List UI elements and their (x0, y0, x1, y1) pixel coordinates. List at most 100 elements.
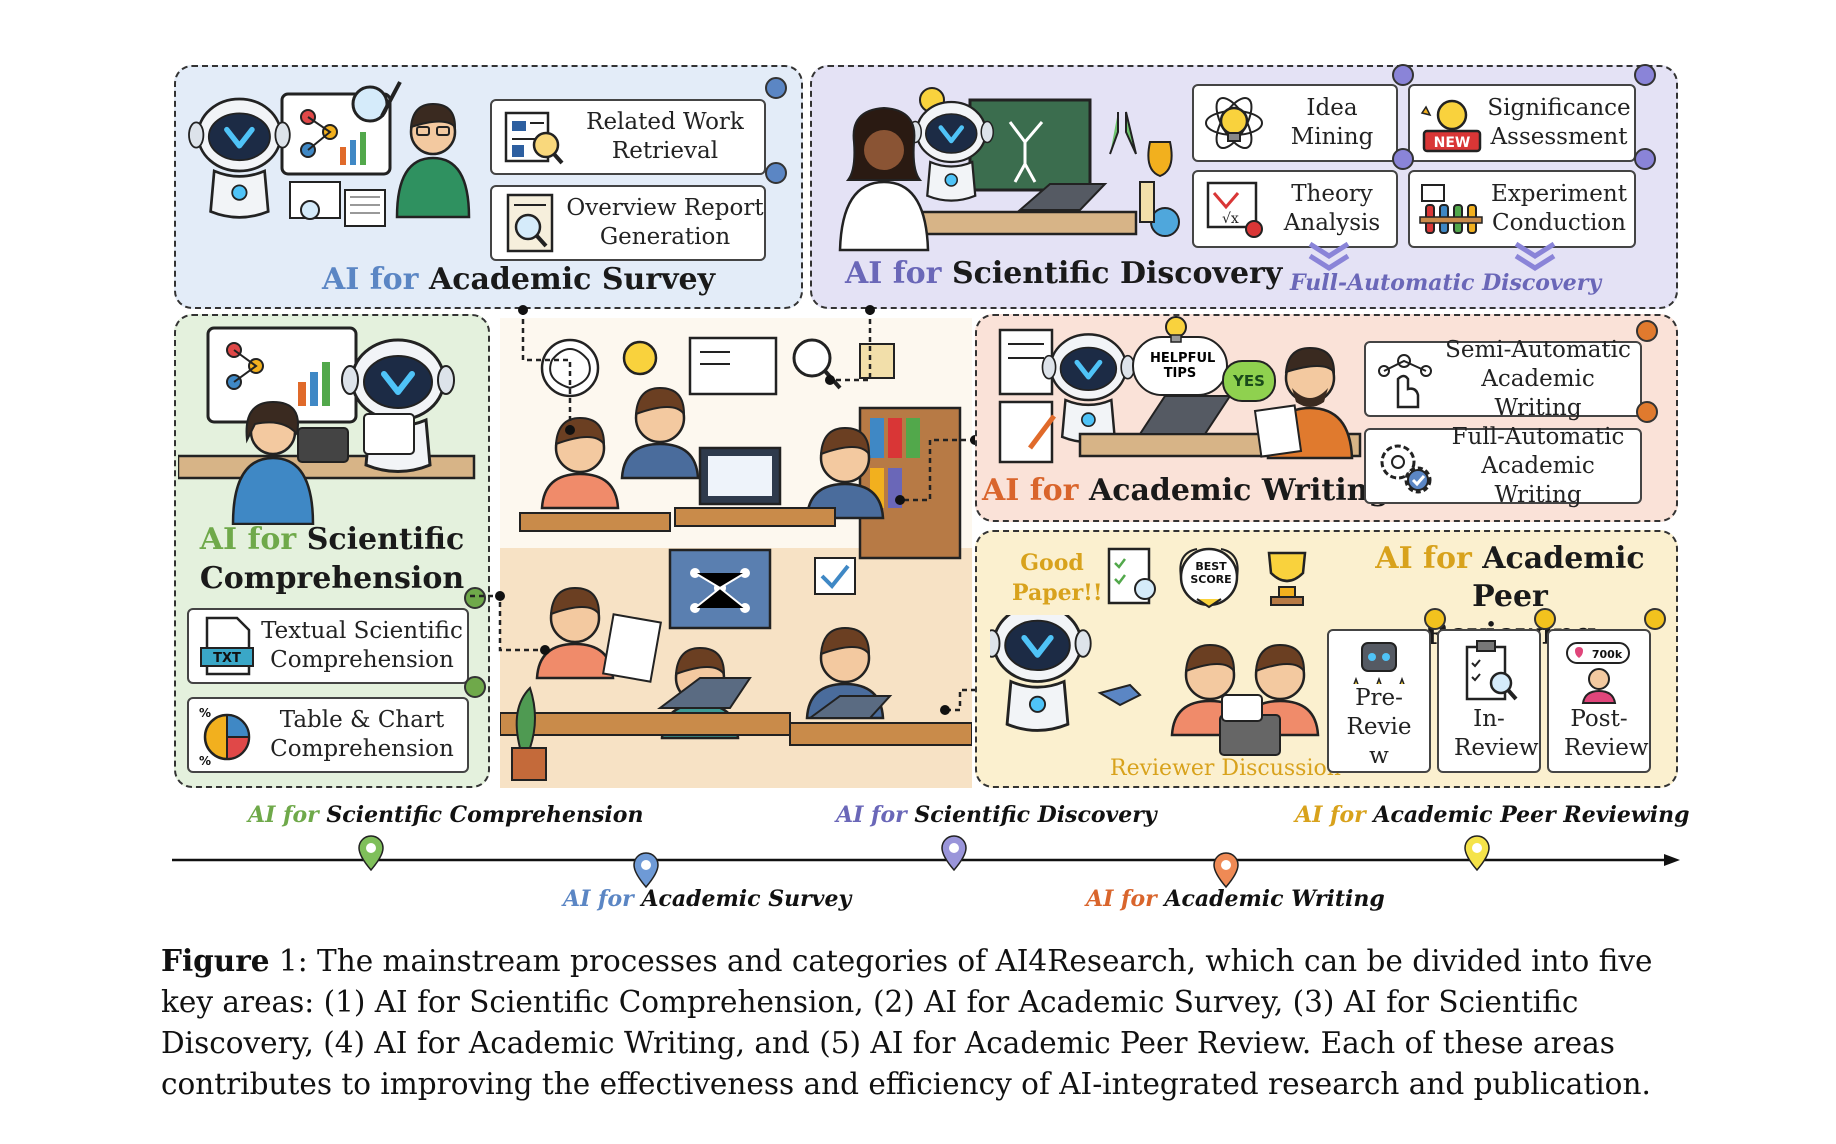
discovery-dot-4 (1634, 148, 1656, 170)
svg-text:√x: √x (1222, 211, 1239, 227)
task-full-automatic-academic-writing[interactable]: Full-Automatic Academic Writing (1364, 424, 1642, 508)
task-in-review[interactable]: In-Review (1437, 629, 1541, 773)
task-label: Overview Report Generation (566, 195, 764, 250)
task-theory-analysis[interactable]: √x Theory Analysis (1192, 170, 1398, 248)
title-prefix: AI for (982, 473, 1079, 508)
survey-dot-1 (765, 77, 787, 99)
timeline-label-survey: AI for Academic Survey (563, 886, 851, 912)
svg-text:%: % (199, 706, 211, 720)
task-label: Textual Scientific Comprehension (261, 618, 463, 673)
formula-board-icon: √x (1206, 181, 1263, 238)
discovery-dot-2 (1634, 64, 1656, 86)
timeline-label-writing: AI for Academic Writing (1086, 886, 1385, 912)
comprehension-dot-2 (464, 676, 486, 698)
chevron-down-icon (1308, 241, 1350, 271)
comprehension-dot-1 (464, 587, 486, 609)
map-pin-icon (1213, 852, 1239, 889)
title-main: Academic Peer (1472, 541, 1645, 614)
gears-icon (1380, 444, 1432, 494)
txt-file-icon: TXT (200, 616, 254, 676)
likes-count: 700k (1592, 648, 1623, 661)
svg-text:%: % (199, 754, 211, 767)
review-icons-illustration (1107, 547, 1307, 609)
title-main: Academic Writing (1088, 473, 1390, 508)
good-paper-label: Good Paper!! (1012, 550, 1103, 606)
task-label: Related Work Retrieval (586, 109, 744, 164)
timeline-main: Academic Survey (641, 886, 852, 912)
timeline-main: Scientific Discovery (914, 802, 1157, 828)
task-label: Pre-Review (1346, 685, 1412, 769)
timeline-prefix: AI for (248, 802, 319, 828)
svg-text:NEW: NEW (1434, 135, 1471, 151)
test-tubes-icon (1419, 184, 1483, 234)
timeline-main: Academic Peer Reviewing (1373, 802, 1690, 828)
title-main: Scientific Discovery (951, 256, 1283, 291)
discovery-dot-1 (1392, 64, 1414, 86)
review-dot-1 (1424, 608, 1446, 630)
reviewer-discussion-label: Reviewer Discussion (1110, 756, 1341, 781)
task-textual-scientific-comprehension[interactable]: TXT Textual Scientific Comprehension (187, 608, 469, 684)
title-main: Comprehension (199, 561, 465, 596)
task-semi-automatic-academic-writing[interactable]: Semi-Automatic Academic Writing (1364, 337, 1642, 421)
title-prefix: AI for (199, 522, 297, 557)
bubble-text: HELPFUL TIPS (1150, 351, 1216, 381)
timeline-label-comprehension: AI for Scientific Comprehension (248, 802, 643, 828)
comprehension-scene-illustration (178, 326, 476, 525)
best-score-badge: BEST SCORE (1190, 560, 1232, 586)
title-main: Academic Survey (428, 262, 716, 297)
task-pre-review[interactable]: Pre-Review (1327, 629, 1431, 773)
map-pin-icon (358, 835, 384, 872)
full-automatic-discovery-label: Full-Automatic Discovery (1290, 270, 1602, 296)
task-label: Idea Mining (1290, 95, 1374, 150)
caption-number: 1: (269, 944, 308, 978)
writing-title: AI for Academic Writing (982, 473, 1389, 508)
timeline-prefix: AI for (563, 886, 634, 912)
task-table-chart-comprehension[interactable]: % % Table & Chart Comprehension (187, 697, 469, 773)
task-overview-report-generation[interactable]: Overview Report Generation (490, 185, 766, 261)
research-team-illustration (500, 318, 972, 788)
task-label: In-Review (1454, 706, 1539, 761)
lightbulb-atom-icon (1205, 97, 1263, 149)
timeline-axis (172, 854, 1680, 866)
discovery-scene-illustration (838, 87, 1180, 252)
svg-text:TXT: TXT (213, 651, 241, 666)
bubble-text: YES (1233, 372, 1265, 390)
likes-700k-icon: 700k (1566, 642, 1630, 704)
hand-network-icon (1378, 354, 1432, 409)
writing-dot-2 (1636, 401, 1658, 423)
timeline-main: Scientific Comprehension (326, 802, 644, 828)
clipboard-search-icon (1465, 640, 1518, 701)
review-dot-3 (1644, 608, 1666, 630)
timeline-label-discovery: AI for Scientific Discovery (836, 802, 1157, 828)
map-pin-icon (633, 852, 659, 889)
task-related-work-retrieval[interactable]: Related Work Retrieval (490, 99, 766, 175)
task-label: Significance Assessment (1487, 95, 1631, 150)
document-search-icon (504, 111, 564, 165)
survey-dot-2 (765, 162, 787, 184)
task-label: Post-Review (1564, 706, 1649, 761)
map-pin-icon (941, 835, 967, 872)
review-dot-2 (1534, 608, 1556, 630)
title-prefix: AI for (845, 256, 942, 291)
task-significance-assessment[interactable]: NEW Significance Assessment (1408, 84, 1636, 162)
discovery-dot-3 (1392, 148, 1414, 170)
new-badge-icon: NEW (1420, 99, 1482, 153)
caption-text: The mainstream processes and categories … (161, 944, 1653, 1101)
helpful-tips-bubble: HELPFUL TIPS (1132, 336, 1228, 396)
timeline-prefix: AI for (1086, 886, 1157, 912)
timeline-label-peer-reviewing: AI for Academic Peer Reviewing (1295, 802, 1690, 828)
caption-label: Figure (161, 943, 270, 978)
task-label: Semi-Automatic Academic Writing (1445, 336, 1631, 421)
task-label: Full-Automatic Academic Writing (1451, 423, 1625, 508)
chevron-down-icon (1514, 241, 1556, 271)
review-scene-illustration (990, 615, 1320, 756)
task-post-review[interactable]: 700k Post-Review (1547, 629, 1651, 773)
discovery-title: AI for Scientific Discovery (845, 256, 1282, 291)
task-idea-mining[interactable]: Idea Mining (1192, 84, 1398, 162)
timeline-prefix: AI for (1295, 802, 1366, 828)
comprehension-title: AI for Scientific Comprehension (174, 520, 490, 598)
report-magnifier-icon (506, 193, 554, 253)
title-main: Scientific (306, 522, 465, 557)
task-label: Theory Analysis (1283, 181, 1381, 236)
